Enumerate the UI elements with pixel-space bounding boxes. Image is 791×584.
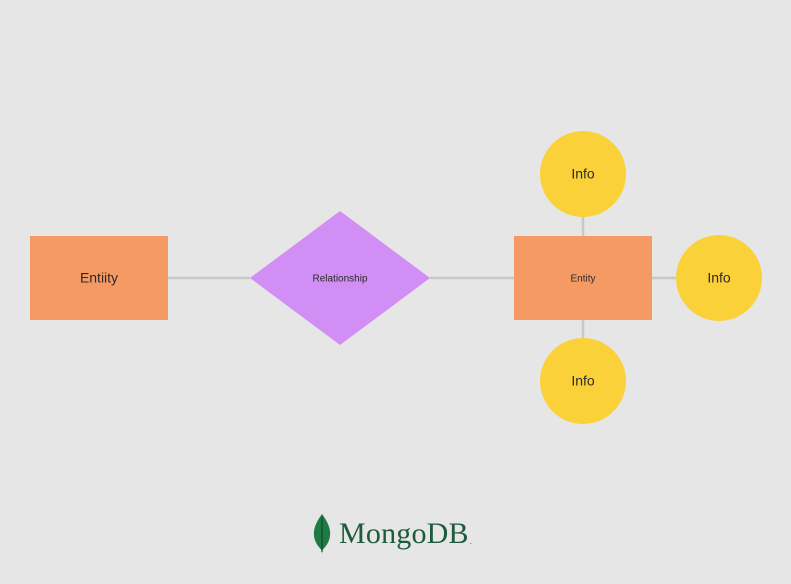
logo-dot: . [469, 537, 472, 546]
info-top[interactable]: Info [540, 131, 626, 217]
mongodb-leaf-icon [313, 514, 331, 554]
relationship[interactable]: Relationship [250, 211, 430, 345]
info-right[interactable]: Info [676, 235, 762, 321]
entity-right-label: Entity [570, 274, 595, 285]
info-bottom-label: Info [571, 373, 595, 389]
mongodb-logo: MongoDB. [311, 512, 472, 556]
info-bottom[interactable]: Info [540, 338, 626, 424]
info-top-label: Info [571, 166, 595, 182]
mongodb-wordmark: MongoDB [339, 517, 469, 550]
info-bottom-circle [540, 338, 626, 424]
entity-right[interactable]: Entity [514, 236, 652, 320]
info-right-label: Info [707, 270, 731, 286]
connectors [168, 216, 677, 340]
entity-left-label: Entiity [80, 270, 118, 286]
entity-left-box [30, 236, 168, 320]
entity-right-box [514, 236, 652, 320]
info-top-circle [540, 131, 626, 217]
relationship-label: Relationship [312, 274, 367, 285]
relationship-diamond [250, 211, 430, 345]
entity-left[interactable]: Entiity [30, 236, 168, 320]
info-right-circle [676, 235, 762, 321]
